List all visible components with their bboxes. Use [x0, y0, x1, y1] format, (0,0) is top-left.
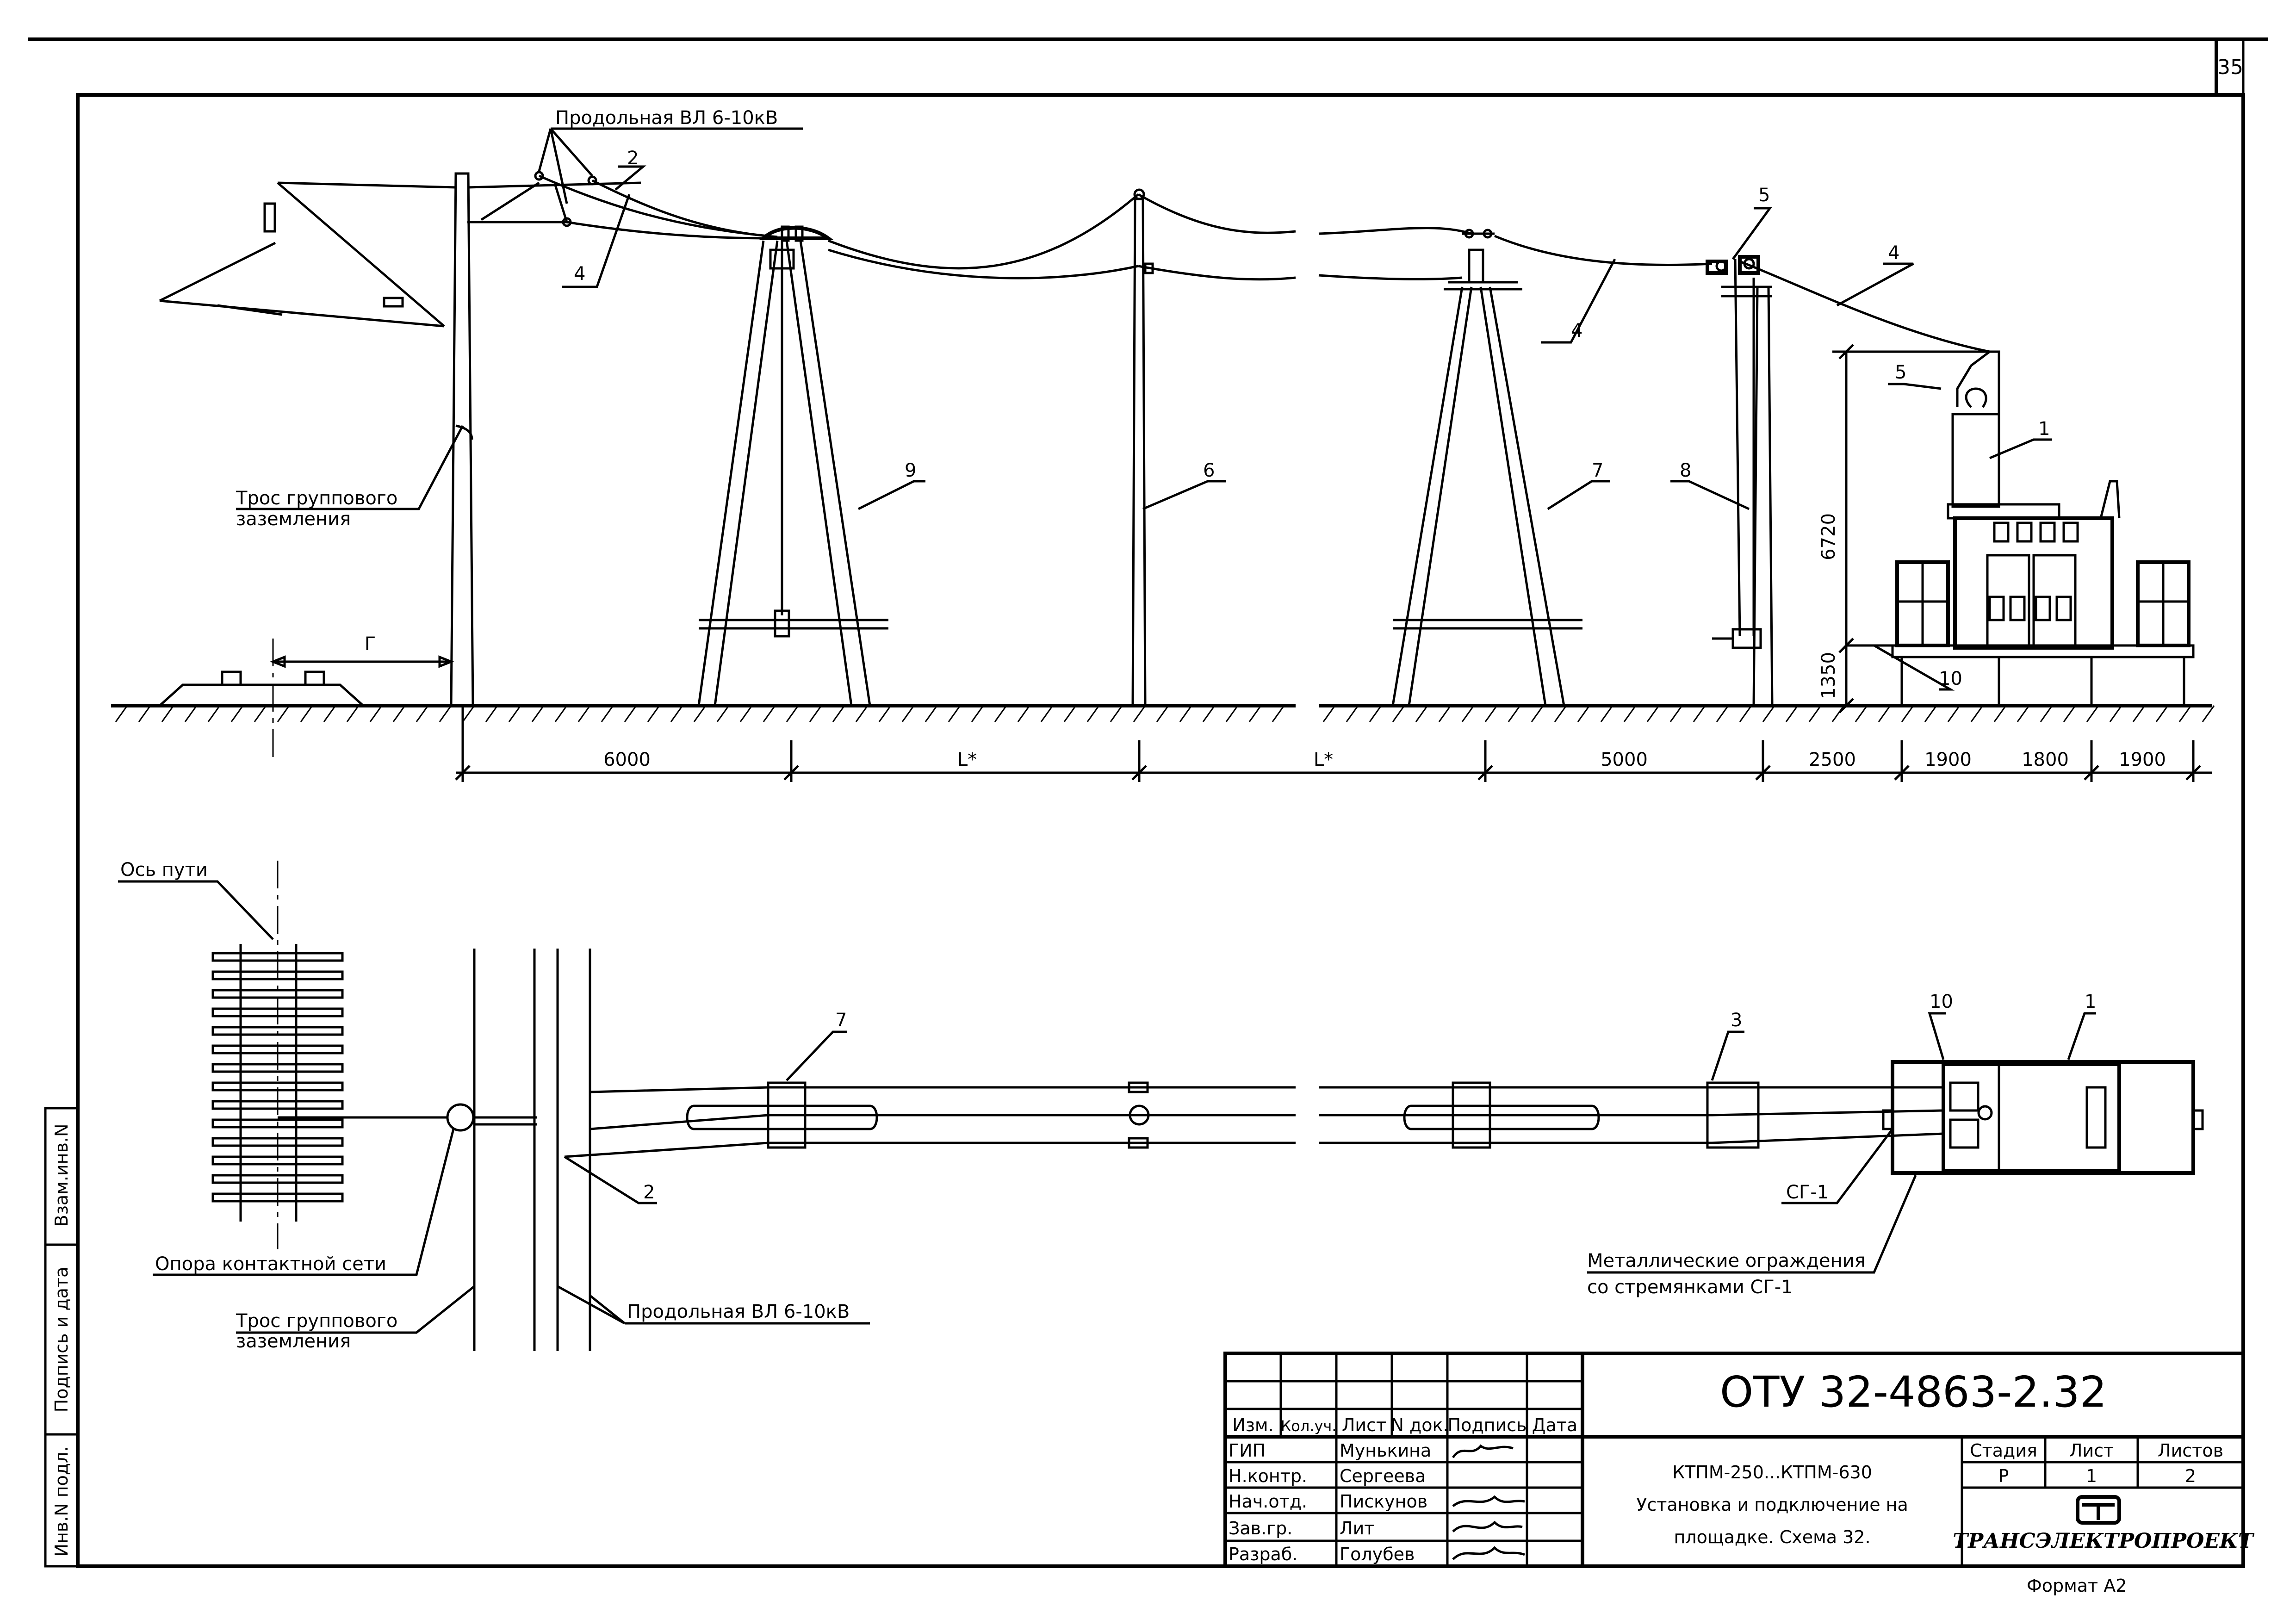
title-line-2: Установка и подключение на — [1636, 1495, 1908, 1515]
format-label: Формат А2 — [2027, 1576, 2127, 1596]
callout-5-a: 5 — [1758, 185, 1770, 206]
plan-vl-line-label: Продольная ВЛ 6-10кВ — [627, 1301, 850, 1322]
name-sergeeva: Сергеева — [1340, 1466, 1426, 1486]
fence-label-2: со стремянками СГ-1 — [1587, 1277, 1793, 1298]
terminal-pole-9 — [1706, 255, 1774, 706]
track-axis-label: Ось пути — [120, 859, 208, 881]
callout-1: 1 — [2038, 418, 2050, 440]
dim-1900-b: 1900 — [2119, 749, 2166, 770]
height-total: 6720 — [1818, 513, 1839, 560]
dim-1800: 1800 — [2022, 749, 2069, 770]
role-gip: ГИП — [1229, 1440, 1266, 1461]
callout-4-c: 4 — [1888, 242, 1899, 264]
side-stamp-inv: Инв.N подл. — [51, 1446, 72, 1557]
plan-callout-3: 3 — [1731, 1010, 1742, 1031]
a-frame-support-8 — [1391, 229, 1582, 706]
sg-label: СГ-1 — [1786, 1182, 1829, 1203]
plan-vl-lines — [564, 1081, 1944, 1158]
sheets-header: Листов — [2158, 1440, 2223, 1461]
callout-4-a: 4 — [574, 263, 585, 285]
side-stamp-vzam: Взам.инв.N — [51, 1124, 72, 1227]
title-block — [1223, 1352, 2245, 1568]
ground-cable-label-1: Трос группового — [236, 488, 397, 509]
callout-6: 6 — [1203, 460, 1215, 481]
name-munkina: Мунькина — [1340, 1440, 1431, 1461]
signatures — [1452, 1444, 1525, 1560]
dim-1900-a: 1900 — [1924, 749, 1972, 770]
col-ndok: N док. — [1390, 1415, 1448, 1435]
sheet-number: 35 — [2217, 56, 2243, 79]
plan-callout-7: 7 — [835, 1010, 847, 1031]
title-line-1: КТПМ-250...КТПМ-630 — [1672, 1462, 1872, 1483]
plan-callout-10: 10 — [1930, 991, 1953, 1012]
height-dimensions — [1832, 344, 1999, 713]
col-data: Дата — [1532, 1415, 1577, 1435]
dim-l-a: L* — [957, 749, 977, 770]
plan-substation — [1882, 1060, 2204, 1175]
catenary-pole-label: Опора контактной сети — [155, 1253, 386, 1275]
dim-l-b: L* — [1314, 749, 1333, 770]
role-nachotd: Нач.отд. — [1229, 1491, 1307, 1512]
role-nkontr: Н.контр. — [1229, 1466, 1307, 1486]
dimension-chain — [455, 706, 2212, 782]
elevation-leaders — [236, 127, 2052, 691]
gauge-dimension — [270, 655, 454, 668]
plan-callout-1: 1 — [2085, 991, 2096, 1012]
callout-2: 2 — [627, 148, 639, 169]
overhead-wires — [538, 174, 1990, 353]
name-piskunov: Пискунов — [1340, 1491, 1427, 1512]
dim-5000: 5000 — [1601, 749, 1648, 770]
callout-10: 10 — [1939, 668, 1962, 689]
callout-7: 9 — [905, 460, 916, 481]
col-podpis: Подпись — [1448, 1415, 1527, 1435]
sheet-value: 1 — [2086, 1466, 2097, 1486]
gauge-label: Г — [365, 633, 376, 655]
catenary-pole — [159, 172, 474, 706]
a-frame-support-7 — [697, 225, 888, 706]
plan-leaders — [118, 880, 2096, 1334]
callout-8: 7 — [1592, 460, 1603, 481]
callout-4-b: 4 — [1571, 320, 1582, 341]
stage-value: Р — [1998, 1466, 2009, 1486]
plan-view: Ось пути Опора контактной сети Трос груп… — [118, 859, 2204, 1352]
vl-line-label: Продольная ВЛ 6-10кВ — [555, 107, 778, 129]
sheets-value: 2 — [2185, 1466, 2196, 1486]
elevation-view: Продольная ВЛ 6-10кВ Трос группового заз… — [111, 107, 2215, 782]
col-kol: Кол.уч. — [1281, 1417, 1337, 1435]
vl-crossarm — [467, 171, 641, 227]
plan-callout-2: 2 — [643, 1182, 655, 1203]
sheet-frame — [28, 37, 2268, 1568]
name-lit: Лит — [1340, 1518, 1374, 1539]
callout-5-b: 5 — [1895, 362, 1906, 383]
side-stamp-podpis: Подпись и дата — [51, 1267, 72, 1413]
col-izm: Изм. — [1232, 1415, 1273, 1435]
fence-label-1: Металлические ограждения — [1587, 1250, 1866, 1272]
sheet-header: Лист — [2069, 1440, 2114, 1461]
ground-cable-label-2: заземления — [236, 509, 351, 530]
stage-header: Стадия — [1970, 1440, 2037, 1461]
side-stamp: Взам.инв.N Подпись и дата Инв.N подл. — [44, 1107, 79, 1568]
ground-line — [111, 704, 2215, 722]
transformer-substation-1 — [1891, 350, 2195, 706]
company-logo-icon — [2076, 1495, 2121, 1525]
role-zavgr: Зав.гр. — [1229, 1518, 1292, 1539]
dim-2500: 2500 — [1809, 749, 1856, 770]
name-golubev: Голубев — [1340, 1544, 1415, 1564]
height-platform: 1350 — [1818, 652, 1839, 699]
plan-catenary-pole — [278, 949, 591, 1351]
dim-6000: 6000 — [603, 749, 651, 770]
doc-code: ОТУ 32-4863-2.32 — [1720, 1367, 2107, 1417]
plan-ground-cable-label-2: заземления — [236, 1331, 351, 1352]
callout-9: 8 — [1680, 460, 1691, 481]
company-name: ТРАНСЭЛЕКТРОПРОЕКТ — [1953, 1529, 2254, 1553]
col-list: Лист — [1342, 1415, 1386, 1435]
plan-track — [211, 861, 344, 1249]
rail-track — [159, 639, 364, 763]
role-razrab: Разраб. — [1229, 1544, 1297, 1564]
plan-ground-cable-label-1: Трос группового — [236, 1310, 397, 1332]
intermediate-pole-6 — [1131, 188, 1154, 706]
title-line-3: площадке. Схема 32. — [1674, 1527, 1870, 1547]
